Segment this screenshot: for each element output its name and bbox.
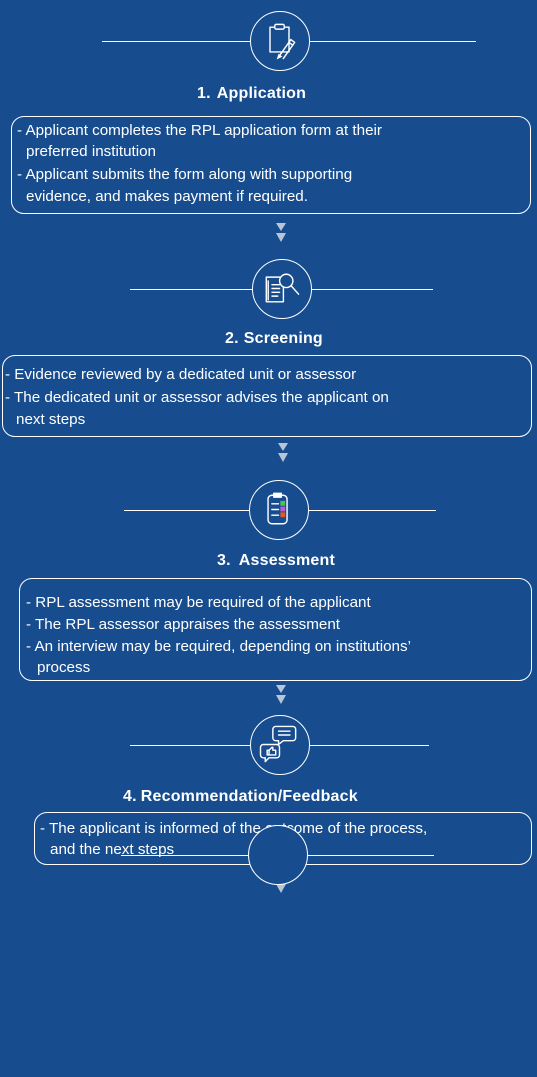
step-4-number: 4. [123,788,137,805]
step-2-number: 2. [225,330,239,347]
step-1-rule-right [308,41,476,42]
step-3-line-2: - The RPL assessor appraises the assessm… [26,616,341,633]
step-2-line-1: - Evidence reviewed by a dedicated unit … [5,366,357,383]
step-3-number: 3. [217,552,231,569]
step-1-line-2: preferred institution [26,143,157,160]
step-3-title: 3. Assessment [0,551,537,571]
clipboard-pencil-icon [269,23,296,60]
step-4-label: Recommendation/Feedback [140,788,358,805]
step-3-line-1: - RPL assessment may be required of the … [26,594,371,611]
step-5-divider-left [121,855,248,856]
down-arrow-3-icon [276,685,286,704]
step-5-divider-right [308,855,434,856]
step-3-description-box: - RPL assessment may be required of the … [19,578,532,681]
step-3-rule-left [124,510,249,511]
step-1-number: 1. [197,85,211,102]
step-1-line-3: - Applicant submits the form along with … [17,166,353,183]
step-3-label: Assessment [238,552,336,569]
step-2-rule-right [310,289,433,290]
step-1-line-4: evidence, and makes payment if required. [26,188,308,205]
down-arrow-2-icon [278,443,288,462]
step-2-rule-left [130,289,252,290]
step-5-icon-circle [248,825,308,885]
step-1-line-1: - Applicant completes the RPL applicatio… [17,122,382,139]
step-1-icon-circle [250,11,310,71]
step-1-rule-left [102,41,250,42]
step-4-line-1: - The applicant is informed of the outco… [40,820,428,837]
step-4-rule-left [130,745,250,746]
step-1-label: Application [216,85,307,102]
step-3-icon-circle [249,480,309,540]
step-2-line-2: - The dedicated unit or assessor advises… [5,389,389,406]
step-3-line-4: process [37,659,91,676]
step-2-title: 2.Screening [0,329,537,349]
step-3-line-3: - An interview may be required, dependin… [26,638,411,655]
step-1-description-box: - Applicant completes the RPL applicatio… [11,116,531,214]
down-arrow-1-icon [276,223,286,242]
step-2-line-3: next steps [16,411,86,428]
step-4-rule-right [310,745,429,746]
document-magnifier-icon [265,273,300,303]
step-2-description-box: - Evidence reviewed by a dedicated unit … [2,355,532,437]
step-2-label: Screening [243,330,323,347]
checklist-clipboard-icon [267,492,288,525]
step-3-rule-right [309,510,436,511]
step-4-title: 4.Recommendation/Feedback [0,787,537,807]
step-1-title: 1. Application [0,84,537,104]
down-arrow-4-icon [276,874,286,893]
step-4-icon-circle [250,715,310,775]
speech-bubbles-thumbs-up-icon [259,725,297,763]
step-2-icon-circle [252,259,312,319]
step-4-line-2: and the next steps [50,841,175,858]
